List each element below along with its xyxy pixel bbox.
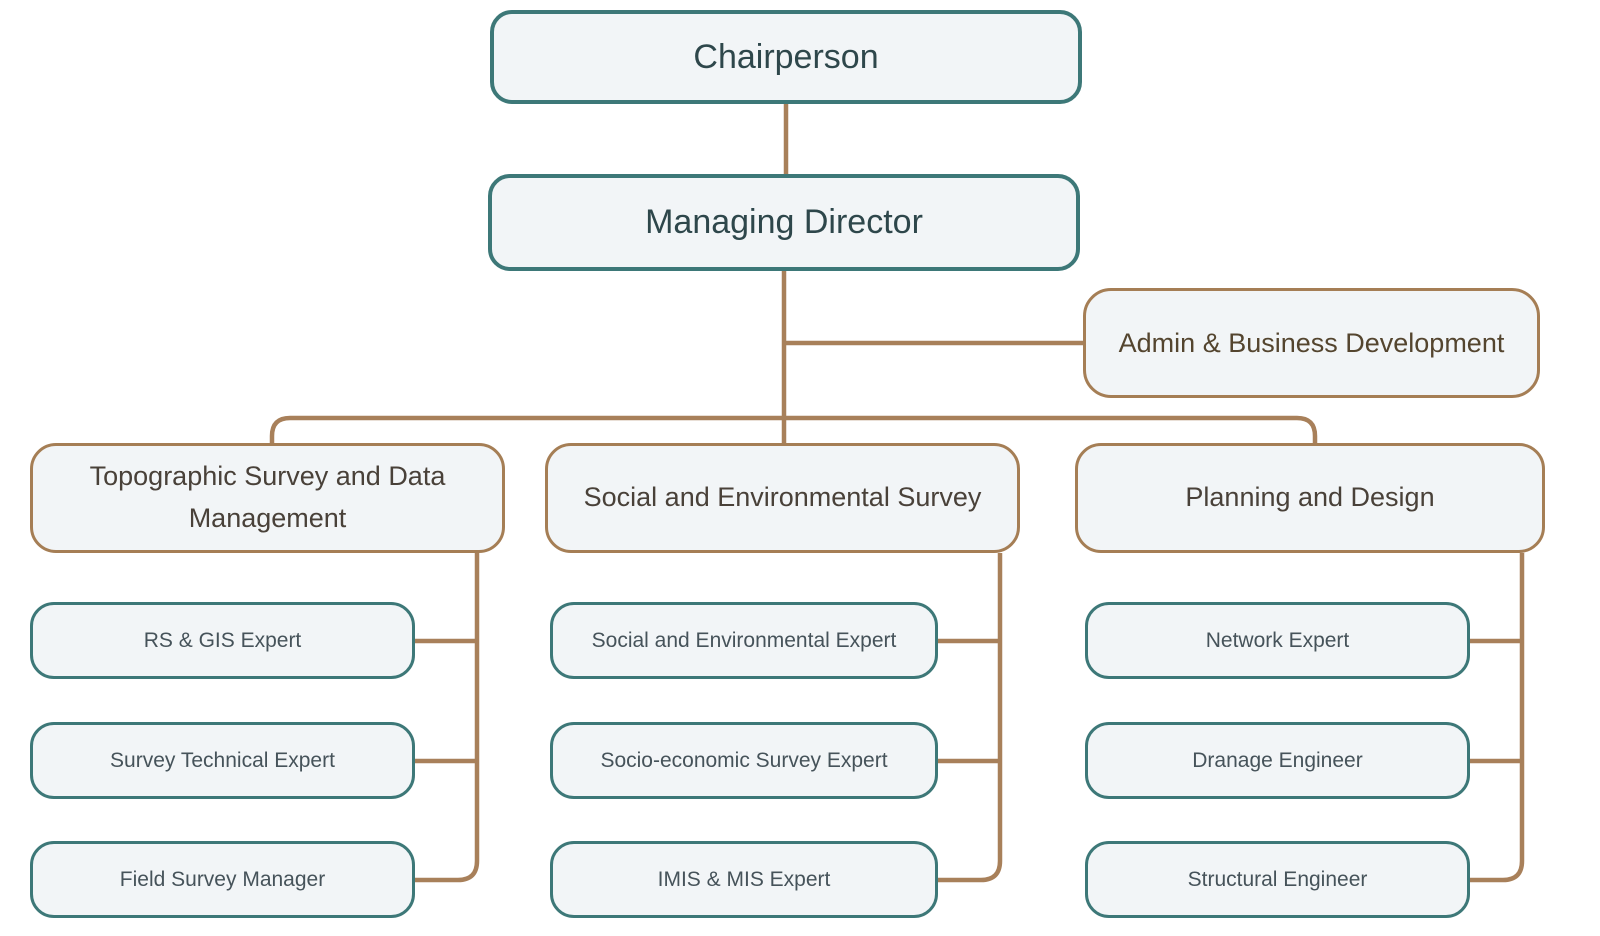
node-leaf-network-expert: Network Expert xyxy=(1085,602,1470,679)
node-admin-label: Admin & Business Development xyxy=(1118,327,1505,358)
node-chairperson-label: Chairperson xyxy=(693,37,879,76)
node-managing-director: Managing Director xyxy=(488,174,1080,271)
node-leaf-dranage-engineer: Dranage Engineer xyxy=(1085,722,1470,799)
node-branch-social-label: Social and Environmental Survey xyxy=(583,482,982,513)
node-chairperson: Chairperson xyxy=(490,10,1082,104)
node-branch-topographic-survey: Topographic Survey and Data Management xyxy=(30,443,505,553)
node-branch-planning-design: Planning and Design xyxy=(1075,443,1545,553)
connector-branch-distribution xyxy=(269,415,1318,444)
connector-col3-spine xyxy=(1470,553,1525,883)
node-leaf-label: Structural Engineer xyxy=(1187,867,1368,891)
node-leaf-label: RS & GIS Expert xyxy=(143,628,302,652)
node-leaf-label: Survey Technical Expert xyxy=(110,748,335,772)
node-leaf-label: Dranage Engineer xyxy=(1192,748,1363,772)
node-leaf-survey-technical-expert: Survey Technical Expert xyxy=(30,722,415,799)
node-branch-topographic-label: Topographic Survey and Data Management xyxy=(89,461,446,533)
node-leaf-field-survey-manager: Field Survey Manager xyxy=(30,841,415,918)
node-leaf-socio-economic-survey-expert: Socio-economic Survey Expert xyxy=(550,722,938,799)
connector-col2-spine xyxy=(938,553,1003,883)
node-leaf-label: Field Survey Manager xyxy=(119,867,326,891)
node-leaf-label: Socio-economic Survey Expert xyxy=(600,748,888,772)
node-branch-social-environmental: Social and Environmental Survey xyxy=(545,443,1020,553)
node-leaf-rs-gis-expert: RS & GIS Expert xyxy=(30,602,415,679)
connector-col1-spine xyxy=(415,553,480,883)
node-leaf-social-environmental-expert: Social and Environmental Expert xyxy=(550,602,938,679)
node-leaf-label: Social and Environmental Expert xyxy=(591,628,897,652)
node-branch-planning-label: Planning and Design xyxy=(1185,482,1435,513)
node-admin-business-development: Admin & Business Development xyxy=(1083,288,1540,398)
node-leaf-label: IMIS & MIS Expert xyxy=(657,867,831,891)
node-leaf-imis-mis-expert: IMIS & MIS Expert xyxy=(550,841,938,918)
node-leaf-structural-engineer: Structural Engineer xyxy=(1085,841,1470,918)
node-leaf-label: Network Expert xyxy=(1205,628,1350,652)
node-managing-director-label: Managing Director xyxy=(645,203,923,241)
